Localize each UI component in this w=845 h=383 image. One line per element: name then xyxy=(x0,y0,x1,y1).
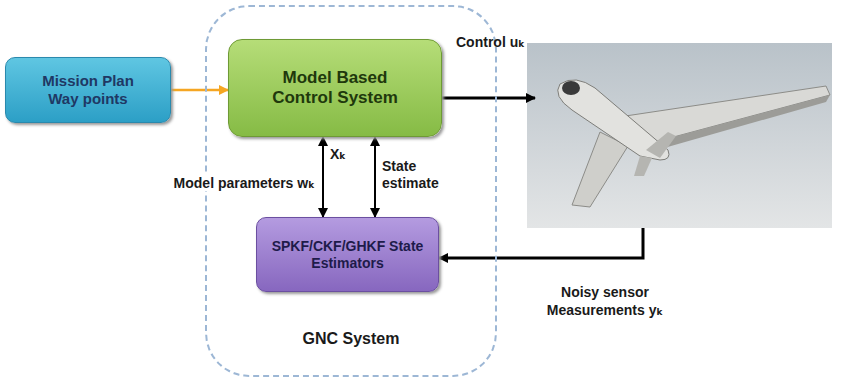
control-arrow xyxy=(440,97,535,100)
connector-arrow xyxy=(374,137,376,217)
gnc-region: GNC System Model Based Control SystemSPKF… xyxy=(205,5,497,377)
state-symbol: Xₖ xyxy=(330,146,346,164)
box-label: SPKF/CKF/GHKF State Estimators xyxy=(268,238,428,272)
connector-arrow xyxy=(322,137,324,217)
sensor-arrow xyxy=(439,228,643,258)
region-title: GNC System xyxy=(207,329,495,348)
control-box: Model Based Control System xyxy=(228,39,442,137)
signal-label: Noisy sensor Measurements yₖ xyxy=(545,284,665,319)
box-label: Mission Plan Way points xyxy=(32,72,144,108)
estimator-box: SPKF/CKF/GHKF State Estimators xyxy=(256,217,439,292)
edge-label: State estimate xyxy=(382,158,444,193)
box-label: Model Based Control System xyxy=(270,68,400,109)
photo-background xyxy=(527,43,832,228)
edge-label: Model parameters wₖ xyxy=(172,175,317,191)
mission-box: Mission Plan Way points xyxy=(5,57,171,123)
connector-arrow xyxy=(171,89,228,92)
uav-picture xyxy=(558,80,830,207)
signal-label: Control uₖ xyxy=(456,34,525,52)
